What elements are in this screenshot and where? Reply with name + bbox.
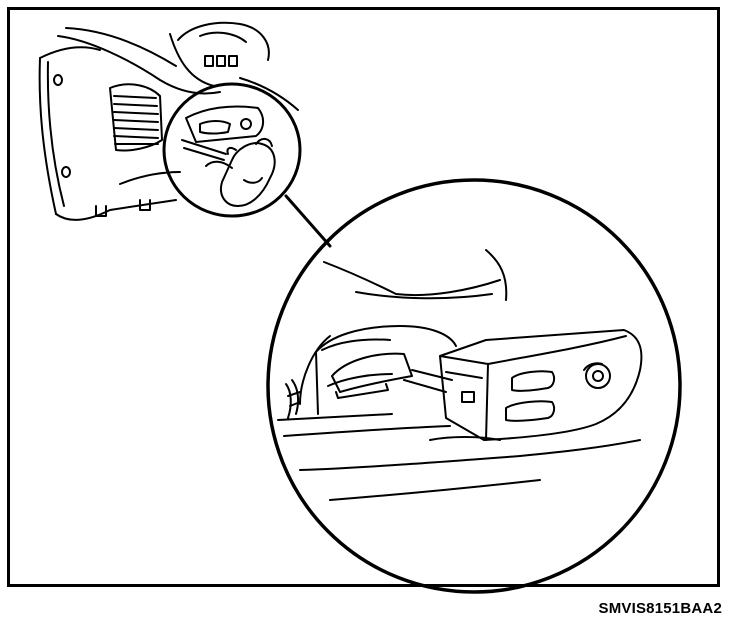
figure-code: SMVIS8151BAA2 bbox=[598, 600, 722, 617]
clip-icon bbox=[462, 392, 474, 402]
air-vent bbox=[110, 84, 162, 150]
connector-tab bbox=[328, 354, 412, 398]
detail-callout-small bbox=[164, 84, 300, 216]
small-callout-circle bbox=[164, 84, 300, 216]
switch-icon bbox=[205, 56, 213, 66]
screw-hole bbox=[54, 75, 62, 85]
knob-icon bbox=[241, 119, 251, 129]
switch-icon bbox=[217, 56, 225, 66]
window-switch-button bbox=[506, 401, 554, 421]
window-switch-button bbox=[512, 371, 554, 391]
mirror-knob-icon bbox=[586, 364, 610, 388]
switch-icon bbox=[229, 56, 237, 66]
hand-icon bbox=[206, 139, 275, 206]
detail-callout-large bbox=[268, 180, 680, 592]
screw-hole bbox=[62, 167, 70, 177]
instrument-panel-overview bbox=[40, 23, 298, 220]
large-callout-circle bbox=[268, 180, 680, 592]
window-switch-assembly bbox=[440, 330, 641, 440]
callout-leader-line bbox=[286, 196, 330, 246]
